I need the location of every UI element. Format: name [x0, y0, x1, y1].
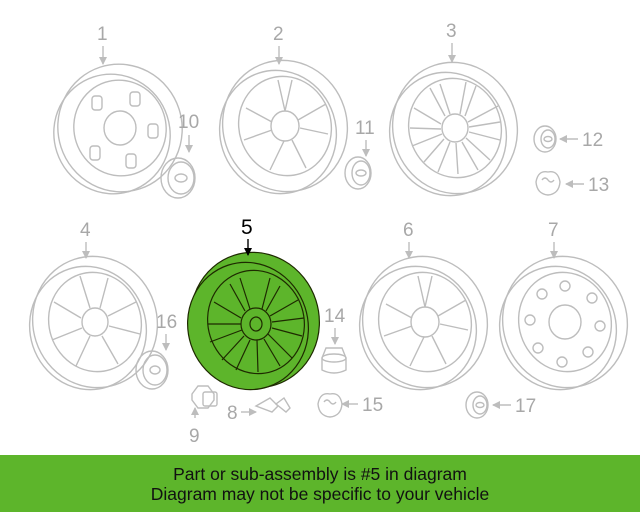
- callout-16: 16: [156, 312, 177, 333]
- center-cap-11[interactable]: [344, 156, 372, 190]
- callout-14: 14: [324, 306, 346, 327]
- callout-1: 1: [97, 24, 108, 45]
- banner-line-2: Diagram may not be specific to your vehi…: [150, 483, 490, 504]
- lug-cover-15[interactable]: [317, 393, 343, 418]
- wheel-3[interactable]: [374, 46, 535, 211]
- callout-17: 17: [515, 396, 536, 417]
- wheel-7[interactable]: [484, 240, 640, 405]
- lug-nut-9[interactable]: [191, 385, 218, 409]
- banner-line-1: Part or sub-assembly is #5 in diagram: [173, 463, 467, 484]
- wheel-6[interactable]: [344, 240, 505, 405]
- wheel-1[interactable]: [38, 48, 198, 209]
- callout-5: 5: [241, 216, 253, 239]
- valve-stem-8[interactable]: [254, 396, 291, 413]
- wheel-5-highlighted[interactable]: [171, 236, 337, 406]
- center-cap-10[interactable]: [160, 157, 196, 199]
- callout-11: 11: [355, 118, 375, 139]
- callout-12: 12: [582, 130, 603, 151]
- callout-3: 3: [446, 21, 457, 42]
- wheel-2[interactable]: [204, 44, 365, 209]
- center-cap-17[interactable]: [465, 391, 489, 419]
- callout-2: 2: [273, 24, 284, 45]
- center-cap-14[interactable]: [321, 347, 347, 374]
- center-cap-12[interactable]: [533, 125, 557, 153]
- parts-diagram: 1 2 3 10 11 12: [14, 21, 640, 447]
- callout-8: 8: [227, 403, 238, 424]
- wheel-4[interactable]: [14, 240, 175, 405]
- callout-4: 4: [80, 220, 91, 241]
- callout-7: 7: [548, 220, 559, 241]
- callout-10: 10: [178, 112, 199, 133]
- callout-15: 15: [362, 395, 383, 416]
- callout-13: 13: [588, 175, 609, 196]
- center-cap-16[interactable]: [135, 350, 169, 390]
- callout-6: 6: [403, 220, 414, 241]
- lug-cover-13[interactable]: [535, 171, 561, 196]
- callout-9: 9: [189, 426, 200, 447]
- info-banner: Part or sub-assembly is #5 in diagram Di…: [0, 455, 640, 512]
